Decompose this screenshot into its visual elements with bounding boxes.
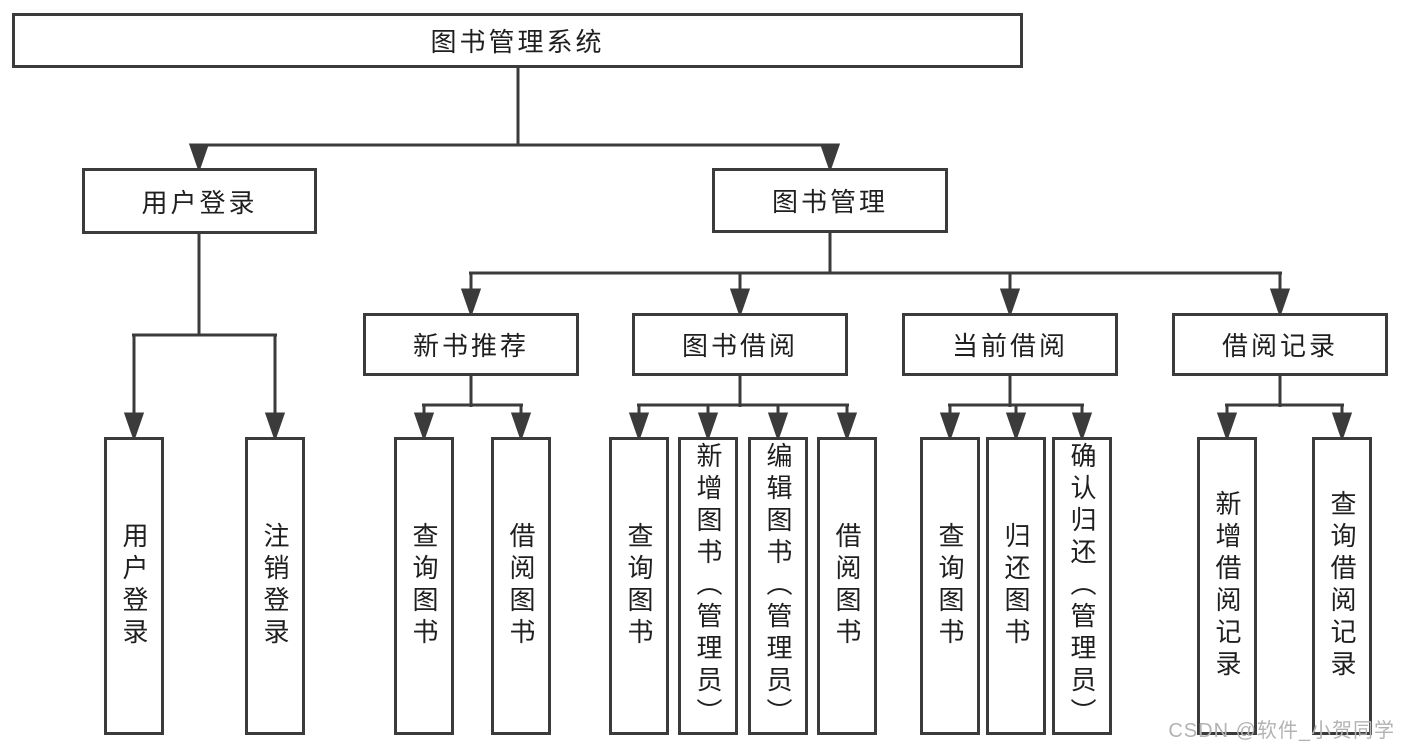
node-root-library-system: 图书管理系统 xyxy=(12,13,1023,68)
leaf-user-login: 用户登录 xyxy=(104,437,164,735)
leaf-user-login-label: 用户登录 xyxy=(119,522,149,650)
arrowhead-bb-add xyxy=(697,412,719,442)
leaf-borrow-books-label: 借阅图书 xyxy=(832,522,862,650)
node-book-management: 图书管理 xyxy=(712,168,948,233)
arrowhead-br-add xyxy=(1216,412,1238,442)
node-borrowing-records: 借阅记录 xyxy=(1172,313,1388,376)
leaf-add-books-admin-label: 新增图书（管理员） xyxy=(693,442,723,730)
arrowhead-bb-borrow xyxy=(836,412,858,442)
arrowhead-nb-query xyxy=(413,412,435,442)
node-user-login-label: 用户登录 xyxy=(141,187,258,218)
node-book-borrowing: 图书借阅 xyxy=(632,313,848,376)
arrowhead-bb-query xyxy=(628,412,650,442)
leaf-newbook-borrow-books: 借阅图书 xyxy=(491,437,551,735)
leaf-query-borrow-record-label: 查询借阅记录 xyxy=(1327,490,1357,682)
leaf-add-borrow-record-label: 新增借阅记录 xyxy=(1212,490,1242,682)
node-book-borrowing-label: 图书借阅 xyxy=(681,331,798,361)
leaf-borrow-books: 借阅图书 xyxy=(817,437,877,735)
arrowhead-leaf-logout xyxy=(264,412,286,442)
arrowhead-book-mgmt xyxy=(819,143,841,173)
node-borrowing-records-label: 借阅记录 xyxy=(1221,331,1338,361)
arrowhead-bb-edit xyxy=(767,412,789,442)
leaf-borrow-query-books: 查询图书 xyxy=(609,437,669,735)
arrowhead-current-borrow xyxy=(999,288,1021,318)
leaf-borrow-query-books-label: 查询图书 xyxy=(624,522,654,650)
node-new-book-recommendation-label: 新书推荐 xyxy=(412,331,529,361)
leaf-current-query-books: 查询图书 xyxy=(920,437,980,735)
arrowhead-borrow-records xyxy=(1269,288,1291,318)
leaf-newbook-borrow-books-label: 借阅图书 xyxy=(506,522,536,650)
leaf-logout: 注销登录 xyxy=(245,437,305,735)
leaf-newbook-query-books: 查询图书 xyxy=(394,437,454,735)
node-new-book-recommendation: 新书推荐 xyxy=(363,313,579,376)
arrowhead-book-borrow xyxy=(729,288,751,318)
node-user-login: 用户登录 xyxy=(82,168,317,234)
arrowhead-cb-return xyxy=(1005,412,1027,442)
csdn-watermark: CSDN @软件_小贺同学 xyxy=(1168,720,1395,742)
leaf-newbook-query-books-label: 查询图书 xyxy=(409,522,439,650)
arrowhead-cb-query xyxy=(939,412,961,442)
leaf-edit-books-admin: 编辑图书（管理员） xyxy=(748,437,808,735)
leaf-confirm-return-admin: 确认归还（管理员） xyxy=(1052,437,1112,735)
leaf-confirm-return-admin-label: 确认归还（管理员） xyxy=(1067,442,1097,730)
leaf-add-borrow-record: 新增借阅记录 xyxy=(1197,437,1257,735)
leaf-logout-label: 注销登录 xyxy=(260,522,290,650)
leaf-edit-books-admin-label: 编辑图书（管理员） xyxy=(763,442,793,730)
leaf-current-query-books-label: 查询图书 xyxy=(935,522,965,650)
leaf-add-books-admin: 新增图书（管理员） xyxy=(678,437,738,735)
leaf-return-books-label: 归还图书 xyxy=(1001,522,1031,650)
arrowhead-new-book xyxy=(460,288,482,318)
node-current-borrowing-label: 当前借阅 xyxy=(951,331,1068,361)
node-book-management-label: 图书管理 xyxy=(771,187,888,217)
node-root-label: 图书管理系统 xyxy=(430,27,605,57)
arrowhead-br-query xyxy=(1331,412,1353,442)
arrowhead-user-login xyxy=(188,143,210,173)
arrowhead-leaf-login xyxy=(123,412,145,442)
arrowhead-cb-confirm xyxy=(1071,412,1093,442)
arrowhead-nb-borrow xyxy=(510,412,532,442)
node-current-borrowing: 当前借阅 xyxy=(902,313,1118,376)
leaf-query-borrow-record: 查询借阅记录 xyxy=(1312,437,1372,735)
leaf-return-books: 归还图书 xyxy=(986,437,1046,735)
